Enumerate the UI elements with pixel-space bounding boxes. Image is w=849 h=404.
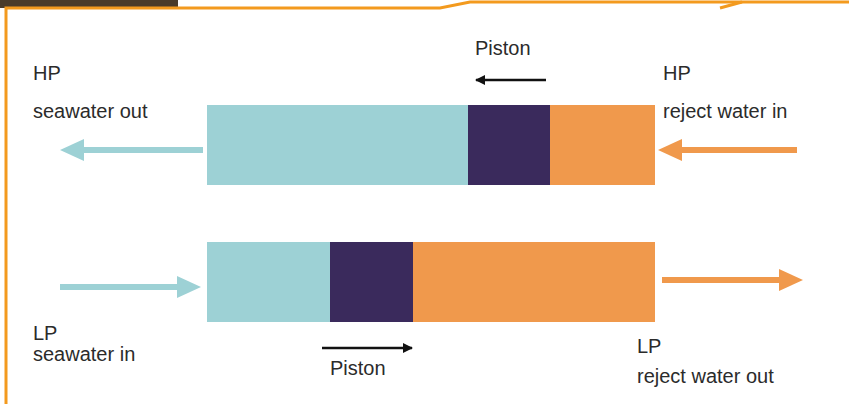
seawater-chamber [207, 242, 331, 322]
flow-arrow [60, 139, 203, 161]
flow-label: seawater out [33, 101, 148, 122]
piston [330, 242, 414, 322]
seawater-chamber [207, 105, 469, 185]
frame [720, 2, 742, 8]
pressure-tag: LP [637, 336, 661, 357]
flow-arrow [662, 269, 803, 291]
pressure-tag: HP [33, 63, 61, 84]
piston-label: Piston [475, 38, 531, 59]
motion-arrow [476, 79, 546, 82]
reject-chamber [413, 242, 655, 322]
pressure-tag: LP [33, 323, 57, 344]
frame [6, 2, 849, 404]
flow-label: reject water out [637, 366, 774, 387]
top-cylinder [207, 105, 655, 185]
flow-label: seawater in [33, 344, 135, 365]
pressure-tag: HP [663, 63, 691, 84]
piston-label: Piston [330, 358, 386, 379]
bottom-cylinder [207, 242, 655, 322]
piston [468, 105, 551, 185]
flow-arrow [60, 276, 201, 298]
flow-arrow [658, 139, 797, 161]
reject-chamber [550, 105, 655, 185]
motion-arrow [322, 347, 412, 350]
flow-label: reject water in [663, 101, 788, 122]
